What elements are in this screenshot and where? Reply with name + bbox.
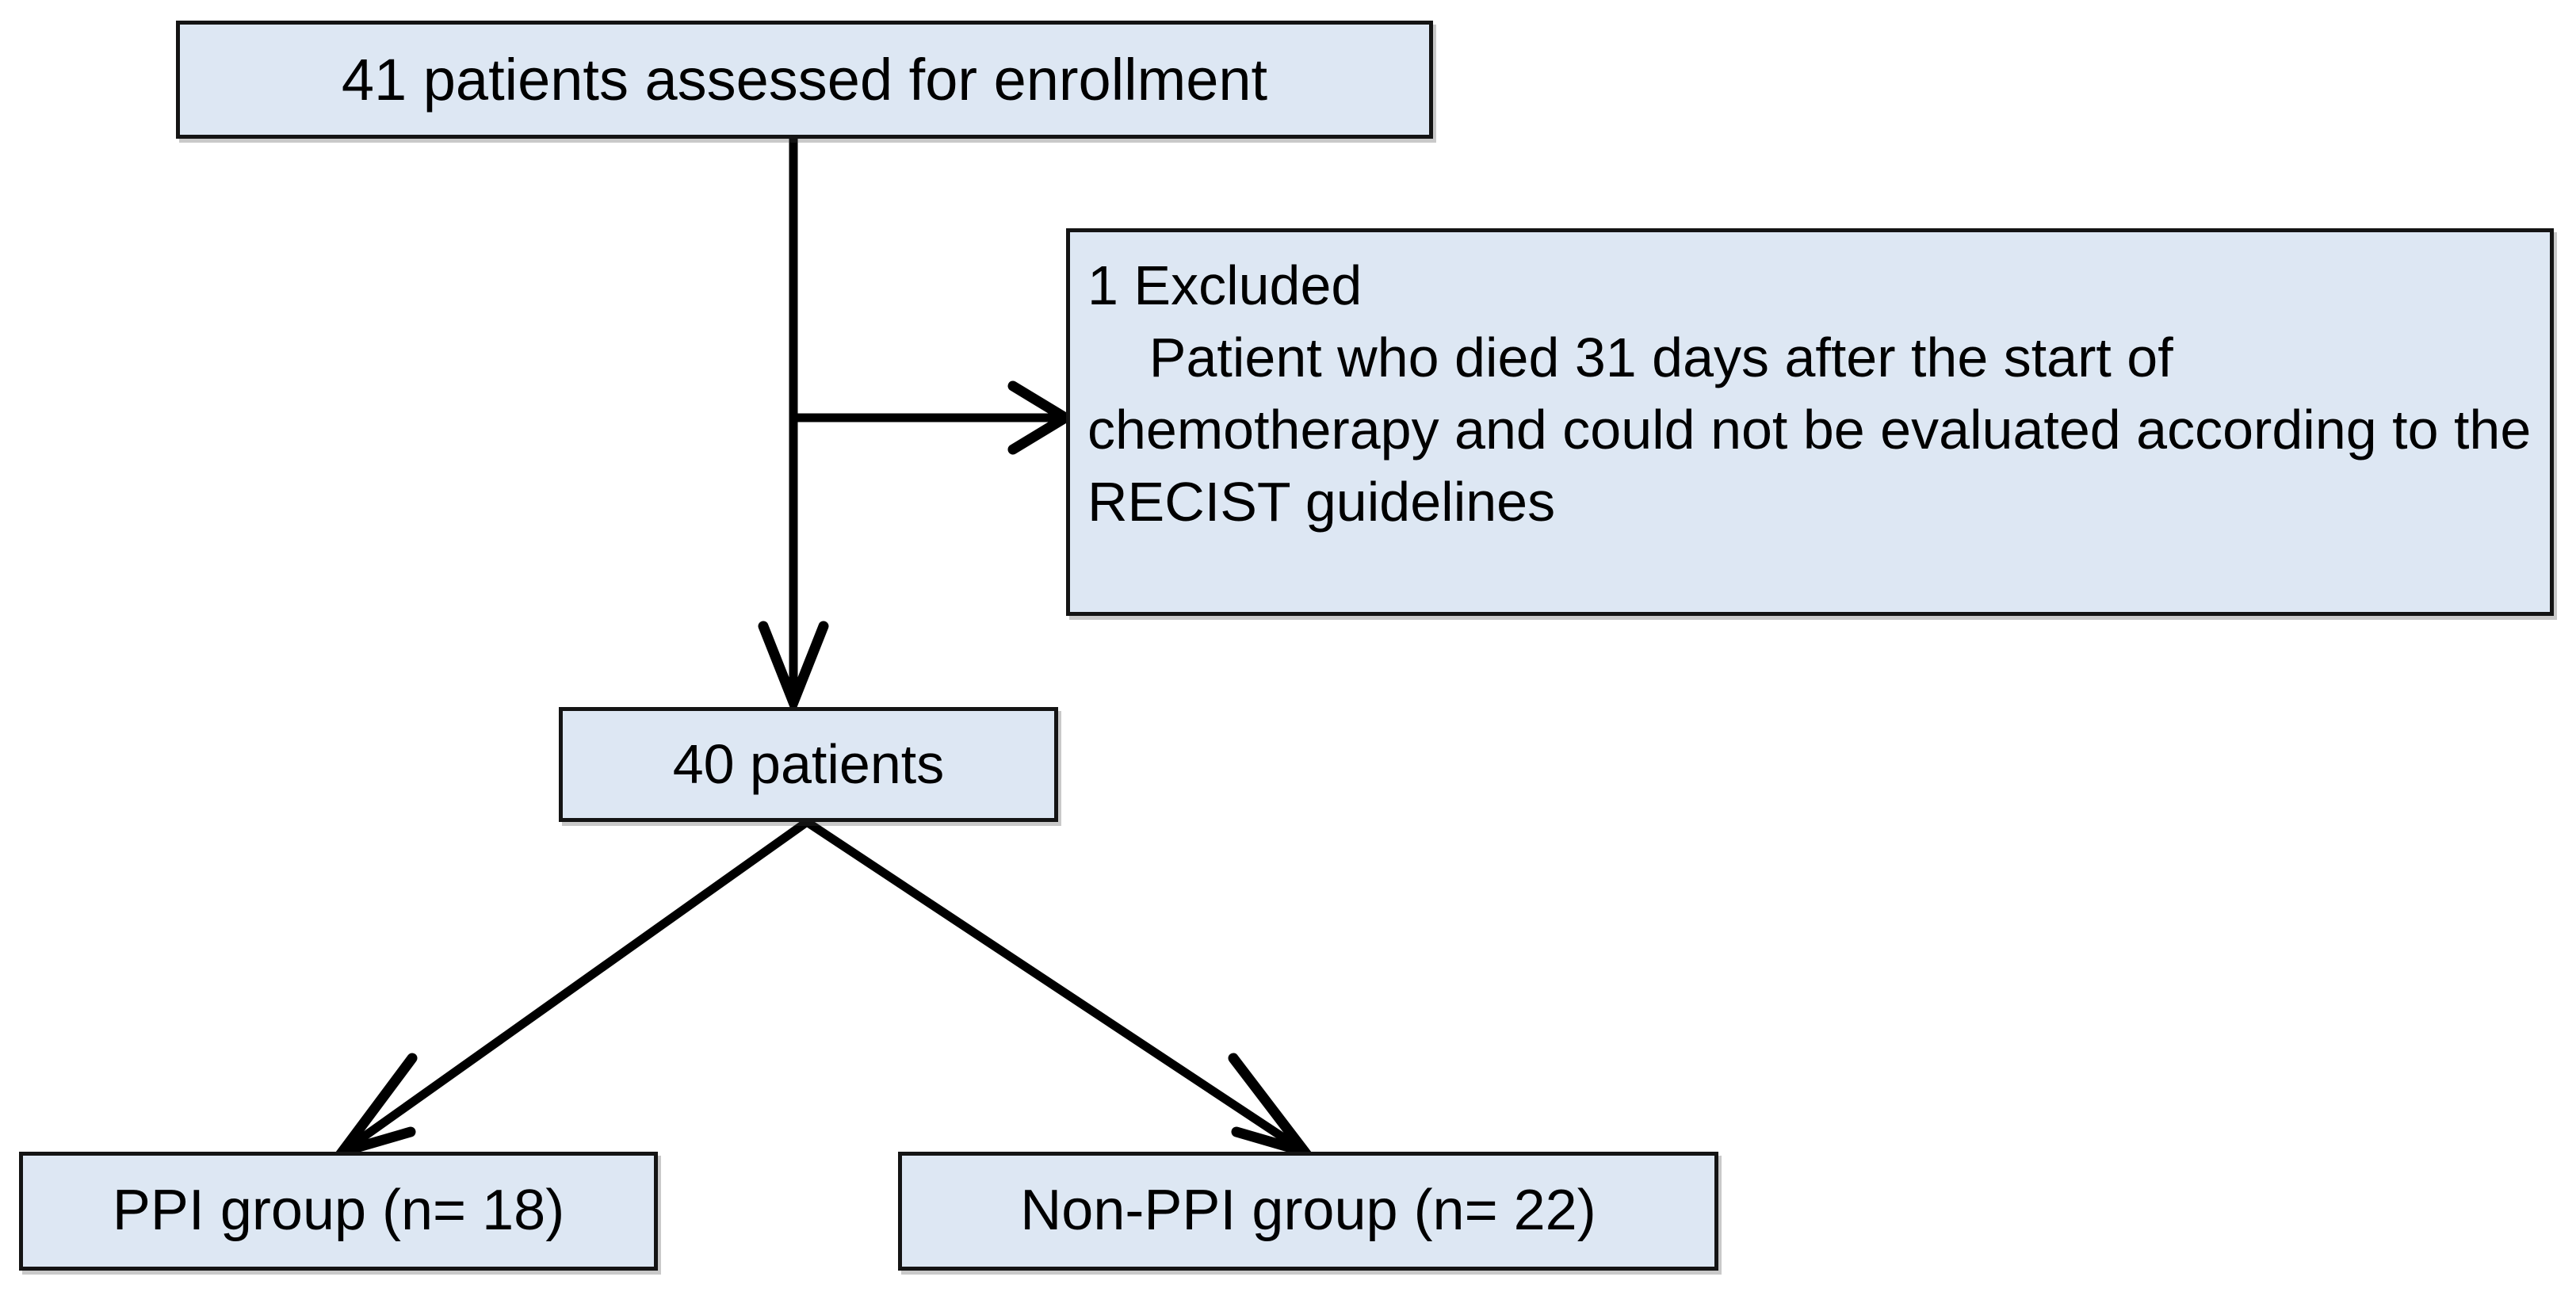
node-excluded: 1 Excluded Patient who died 31 days afte… [1066, 228, 2554, 616]
connector-forty-to-ppi-line [344, 818, 810, 1152]
connector-forty-to-nonppi-line [804, 818, 1303, 1152]
node-enrollment: 41 patients assessed for enrollment [176, 21, 1433, 139]
node-ppi-group: PPI group (n= 18) [19, 1152, 658, 1271]
node-enrollment-label: 41 patients assessed for enrollment [341, 46, 1268, 113]
node-nonppi-group: Non-PPI group (n= 22) [898, 1152, 1718, 1271]
node-excluded-label: 1 Excluded Patient who died 31 days afte… [1087, 254, 2532, 533]
node-nonppi-group-label: Non-PPI group (n= 22) [1020, 1179, 1596, 1243]
arrowhead-down-forty-icon [758, 621, 829, 717]
arrowhead-down-left-ppi-icon [329, 1053, 418, 1161]
arrowhead-right-excluded-icon [1007, 380, 1076, 455]
node-forty-patients: 40 patients [559, 707, 1058, 822]
node-ppi-group-label: PPI group (n= 18) [112, 1179, 565, 1243]
node-forty-patients-label: 40 patients [672, 733, 945, 796]
arrowhead-down-right-nonppi-icon [1228, 1053, 1319, 1161]
